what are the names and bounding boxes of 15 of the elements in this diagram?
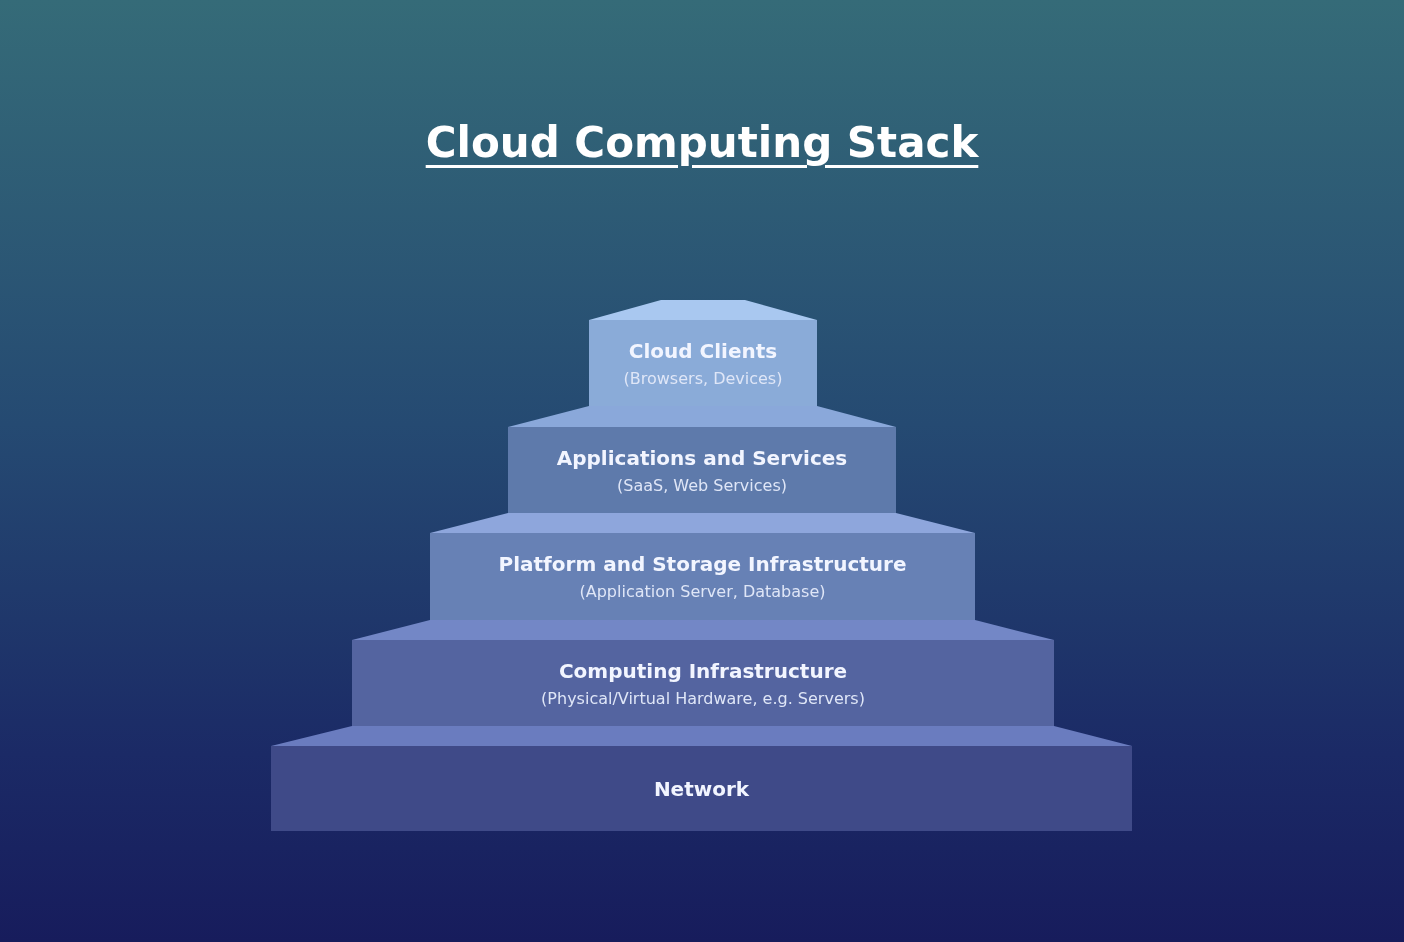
stack-layer-block — [352, 640, 1054, 726]
stack-layer-block — [589, 320, 817, 406]
layer-title: Computing Infrastructure — [558, 658, 848, 683]
layer-title: Cloud Clients — [628, 338, 778, 363]
layer-subtitle: (Browsers, Devices) — [623, 368, 783, 388]
layer-subtitle: (Physical/Virtual Hardware, e.g. Servers) — [541, 688, 865, 708]
layer-title: Applications and Services — [556, 445, 848, 470]
layer-subtitle: (SaaS, Web Services) — [617, 475, 787, 495]
layer-title: Network — [653, 776, 750, 801]
stack-layer-block — [271, 746, 1132, 831]
title: Cloud Computing Stack — [425, 118, 979, 167]
stack-layer-block — [430, 533, 975, 620]
layer-title: Platform and Storage Infrastructure — [498, 552, 907, 576]
stack-layer-block — [508, 427, 896, 513]
layer-subtitle: (Application Server, Database) — [579, 582, 826, 601]
